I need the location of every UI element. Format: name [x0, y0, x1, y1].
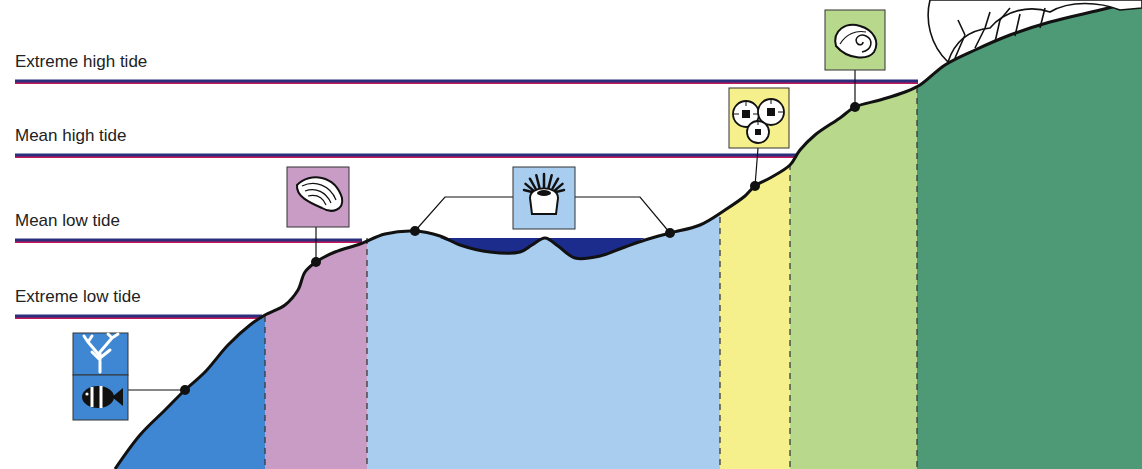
- periwinkle-icon: [835, 25, 876, 57]
- tide-lines: [15, 80, 918, 83]
- splash-zone: [790, 0, 917, 469]
- location-dots: [311, 257, 321, 267]
- anemone-icon: [537, 190, 551, 196]
- barnacle-icon: [729, 88, 789, 148]
- mussel-icon: [302, 184, 336, 205]
- barnacle-icon: [733, 99, 784, 125]
- anemone-icon: [513, 167, 575, 229]
- periwinkle-icon: [856, 35, 871, 52]
- tide-level-label: Mean low tide: [15, 211, 120, 231]
- leader-lines: [128, 70, 855, 390]
- location-dots: [410, 226, 420, 236]
- anemone-icon: [513, 167, 575, 229]
- low-intertidal-zone: [265, 0, 367, 469]
- tide-lines: [15, 81, 918, 318]
- coral-icon: [73, 333, 128, 375]
- leader-lines: [315, 227, 316, 262]
- fish-icon: [112, 388, 123, 406]
- tide-level-label: Mean high tide: [15, 126, 127, 146]
- periwinkle-icon: [825, 10, 885, 70]
- tide-lines: [15, 239, 362, 242]
- barnacle-icon: [729, 88, 789, 148]
- periwinkle-icon: [840, 32, 866, 45]
- zone-boundaries: [366, 238, 367, 469]
- zone-boundaries: [265, 87, 917, 469]
- fish-icon: [73, 375, 128, 420]
- fish-icon: [92, 386, 101, 408]
- tide-level-label: Extreme low tide: [15, 287, 141, 307]
- location-dots: [180, 385, 190, 395]
- leader-lines: [415, 197, 513, 231]
- location-dots: [850, 102, 860, 112]
- shore-trees: [955, 8, 1045, 58]
- zone-boundaries: [264, 316, 265, 469]
- subtidal-zone: [0, 0, 265, 469]
- shore-trees: [928, 0, 1142, 62]
- tide-lines: [15, 154, 797, 157]
- tide-lines: [15, 82, 918, 84]
- terrestrial-zone: [917, 0, 1142, 469]
- leader-lines: [128, 389, 185, 390]
- leader-lines: [575, 197, 670, 233]
- leader-lines: [755, 148, 758, 186]
- mussel-icon: [297, 177, 342, 210]
- periwinkle-icon: [825, 10, 885, 70]
- fish-icon: [82, 386, 114, 408]
- fish-icon: [85, 392, 88, 395]
- location-dots: [750, 181, 760, 191]
- tide-lines: [15, 315, 262, 318]
- high-intertidal-zone: [720, 0, 790, 469]
- tide-lines: [15, 156, 797, 158]
- coral-icon: [84, 334, 118, 372]
- fish-icon: [73, 375, 128, 420]
- mussel-icon: [287, 167, 349, 227]
- tide-level-label: Extreme high tide: [15, 52, 147, 72]
- shore-profile: [115, 0, 1142, 469]
- tide-lines: [15, 241, 362, 243]
- mid-intertidal-zone: [367, 0, 720, 469]
- mussel-icon: [287, 167, 349, 227]
- leader-lines: [854, 70, 855, 107]
- tide-lines: [15, 317, 262, 319]
- shore-trees: [928, 0, 1142, 62]
- location-dots: [665, 228, 675, 238]
- zone-boundaries: [719, 217, 720, 469]
- coral-icon: [73, 333, 128, 375]
- anemone-icon: [530, 188, 558, 214]
- zone-boundaries: [916, 87, 917, 469]
- zone-boundaries: [789, 164, 790, 469]
